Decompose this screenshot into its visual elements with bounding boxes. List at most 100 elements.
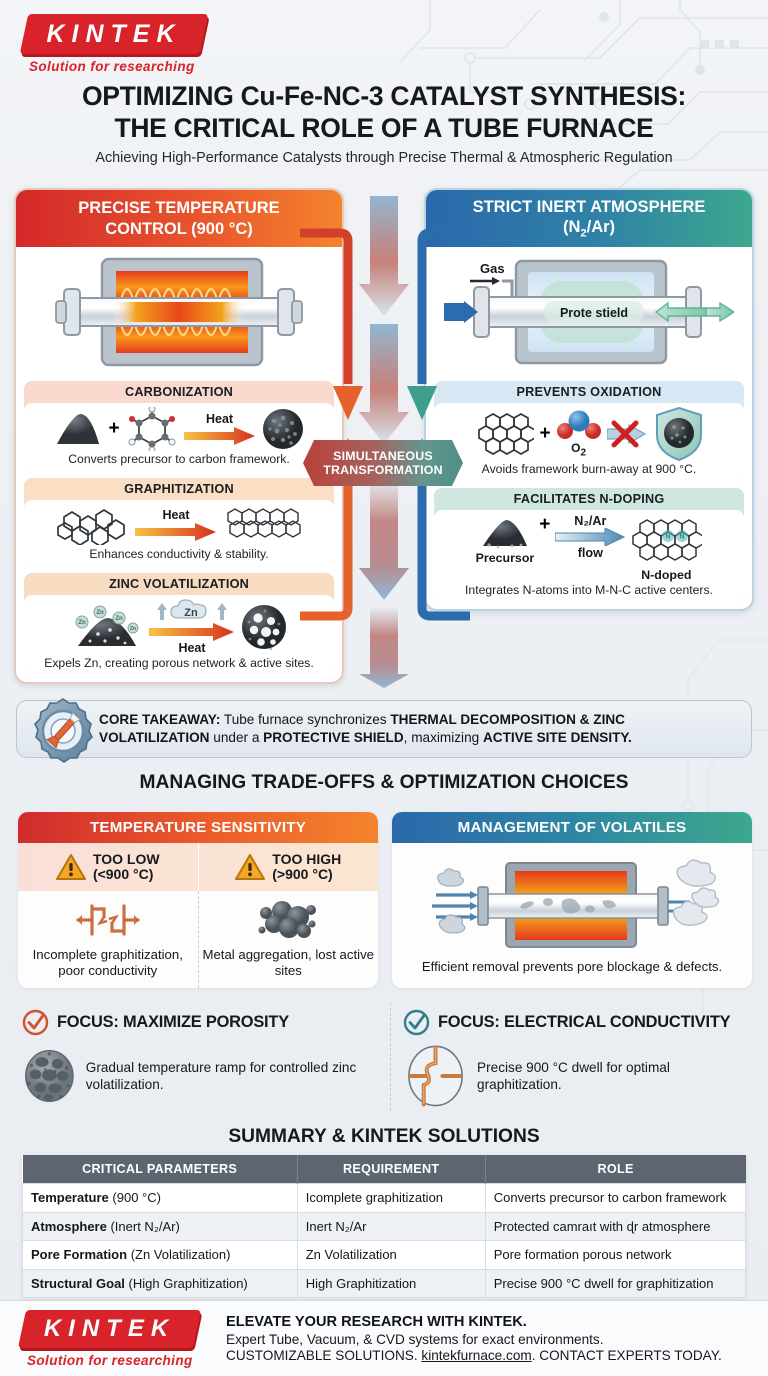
cell-requirement: Icomplete graphitization xyxy=(296,1183,486,1213)
svg-text:N: N xyxy=(680,535,684,541)
card-temperature-sensitivity-header: TEMPERATURE SENSITIVITY xyxy=(18,812,378,843)
table-row: Pore Formation (Zn Volatilization) Zn Vol… xyxy=(22,1240,747,1270)
up-arrow-icon xyxy=(217,602,227,620)
step-facilitates-n-doping-title: FACILITATES N-DOPING xyxy=(434,488,744,511)
core-takeaway-label: CORE TAKEAWAY: xyxy=(99,711,221,727)
tradeoff-too-low-caption: Incomplete graphitization, poor conducti… xyxy=(32,947,183,978)
molecule-icon xyxy=(128,407,176,451)
logo-text: KINTEK xyxy=(46,20,182,48)
heat-arrow-icon xyxy=(183,427,255,445)
step-carbonization: CARBONIZATION + xyxy=(24,381,334,474)
hdr-sub: 2 xyxy=(580,227,587,240)
zinc-precursor-pile-icon: Zn Zn Zn Zn xyxy=(75,605,139,647)
svg-text:Zn: Zn xyxy=(96,610,104,616)
cell-parameter-detail: (High Graphitization) xyxy=(124,1275,248,1291)
warn-low-line2: (<900 °C) xyxy=(92,866,154,882)
step-carbonization-caption: Converts precursor to carbon framework. xyxy=(68,452,290,466)
col-critical-parameters: CRITICAL PARAMETERS xyxy=(22,1155,298,1184)
cell-parameter-name: Pore Formation xyxy=(31,1247,128,1263)
core-takeaway-text: CORE TAKEAWAY: Tube furnace synchronizes… xyxy=(99,711,739,748)
n-doped-label: N-doped xyxy=(641,568,692,583)
cell-requirement: High Graphitization xyxy=(296,1268,486,1299)
footer-website-link[interactable]: kintekfurnace.com xyxy=(421,1348,532,1363)
logo-badge: KINTEK xyxy=(19,14,209,54)
cell-parameter: Atmosphere (Inert N₂/Ar) xyxy=(22,1211,298,1242)
porous-structure-icon xyxy=(25,1050,74,1102)
tradeoff-too-high-column: Metal aggregation, lost active sites xyxy=(197,891,379,988)
cell-parameter-name: Temperature xyxy=(31,1190,109,1205)
disordered-carbon-icon xyxy=(57,509,125,546)
powder-pile-icon xyxy=(57,414,100,444)
warning-too-low-text: TOO LOW (<900 °C) xyxy=(92,851,160,883)
tk-t3: , maximizing xyxy=(403,730,483,745)
panel-right-header: STRICT INERT ATMOSPHERE (N2/Ar) xyxy=(426,190,752,247)
graphene-layers-icon xyxy=(227,508,301,538)
gear-wrench-icon xyxy=(34,698,93,763)
metal-aggregation-icon xyxy=(258,901,317,938)
plus-sign: + xyxy=(539,514,551,536)
blocked-arrow-icon xyxy=(606,420,646,448)
carbon-framework-icon xyxy=(478,413,535,455)
cell-parameter: Structural Goal (High Graphitization) xyxy=(22,1268,298,1299)
o2-label-main: O xyxy=(571,441,581,456)
step-graphitization: GRAPHITIZATION Heat xyxy=(24,478,334,569)
tk-b1: THERMAL DECOMPOSITION & ZINC VOLATILIZAT… xyxy=(99,711,625,745)
panel-strict-inert-atmosphere: STRICT INERT ATMOSPHERE (N2/Ar) xyxy=(424,188,754,612)
warning-too-low: TOO LOW (<900 °C) xyxy=(18,843,198,891)
gas-inlet-label: Gas xyxy=(480,261,505,276)
footer-cta: CUSTOMIZABLE SOLUTIONS. kintekfurnace.co… xyxy=(226,1348,722,1363)
focus-electrical-conductivity: FOCUS: ELECTRICAL CONDUCTIVITY Precise 9… xyxy=(390,1003,764,1111)
step-prevents-oxidation-title: PREVENTS OXIDATION xyxy=(434,381,744,403)
porous-carbon-sphere-icon xyxy=(262,409,303,449)
gas-flow-arrow-icon xyxy=(555,528,626,547)
panel-left-header-line1: PRECISE TEMPERATURE xyxy=(78,198,280,217)
panel-precise-temperature-control: PRECISE TEMPERATURE CONTROL (900 °C) xyxy=(14,188,344,685)
warn-high-line1: TOO HIGH xyxy=(272,850,342,867)
card-management-of-volatiles: MANAGEMENT OF VOLATILES xyxy=(392,812,752,988)
cell-role: Protected camraıt with ɖr atmosphere xyxy=(484,1211,747,1242)
card-management-of-volatiles-caption: Efficient removal prevents pore blockage… xyxy=(421,958,723,974)
logo-tagline: Solution for researching xyxy=(29,59,195,74)
check-circle-icon xyxy=(403,1009,430,1036)
warn-high-line2: (>900 °C) xyxy=(272,866,333,882)
footer-subline: Expert Tube, Vacuum, & CVD systems for e… xyxy=(226,1332,604,1347)
footer-logo-text: KINTEK xyxy=(43,1314,176,1342)
protective-shield-label: Prote stield xyxy=(560,306,628,320)
conductivity-path-icon xyxy=(408,1045,463,1107)
tradeoff-too-high-caption: Metal aggregation, lost active sites xyxy=(202,947,375,978)
warning-triangle-icon xyxy=(235,853,266,880)
tk-t2: under a xyxy=(209,730,264,745)
focus-electrical-conductivity-caption: Precise 900 °C dwell for optimal graphit… xyxy=(477,1059,670,1092)
broken-circuit-icon xyxy=(76,904,140,936)
cell-requirement: Inert N₂/Ar xyxy=(296,1211,486,1242)
kintek-logo[interactable]: KINTEK Solution for researching xyxy=(19,14,214,74)
card-management-of-volatiles-header: MANAGEMENT OF VOLATILES xyxy=(392,812,752,843)
tradeoff-too-low-column: Incomplete graphitization, poor conducti… xyxy=(18,891,198,988)
footer-headline: ELEVATE YOUR RESEARCH WITH KINTEK. xyxy=(226,1314,527,1330)
page-subtitle: Achieving High-Performance Catalysts thr… xyxy=(95,150,673,166)
protective-shield-icon xyxy=(655,407,702,461)
footer-logo-tagline: Solution for researching xyxy=(27,1352,193,1368)
panel-right-header-line2: (N2/Ar) xyxy=(473,217,706,240)
tk-b3: ACTIVE SITE DENSITY. xyxy=(482,730,632,745)
table-header-row: CRITICAL PARAMETERS REQUIREMENT ROLE xyxy=(22,1155,746,1184)
step-zinc-volatilization-title: ZINC VOLATILIZATION xyxy=(24,573,334,596)
o2-label: O2 xyxy=(571,441,586,458)
oxygen-molecule-icon xyxy=(556,410,601,440)
cell-requirement: Zn Volatilization xyxy=(296,1240,486,1270)
page-title: OPTIMIZING Cu-Fe-NC-3 CATALYST SYNTHESIS… xyxy=(0,80,768,145)
footer-cta-post: . CONTACT EXPERTS TODAY. xyxy=(531,1348,722,1363)
focus-electrical-conductivity-title: FOCUS: ELECTRICAL CONDUCTIVITY xyxy=(438,1013,731,1031)
title-line-2: THE CRITICAL ROLE OF A TUBE FURNACE xyxy=(114,113,654,144)
table-row: Structural Goal (High Graphitization)Hig… xyxy=(22,1268,747,1299)
heat-label: Heat xyxy=(206,412,234,426)
footer-kintek-logo[interactable]: KINTEK Solution for researching xyxy=(17,1309,212,1368)
step-facilitates-n-doping-caption: Integrates N-atoms into M-N-C active cen… xyxy=(465,583,713,598)
warning-triangle-icon xyxy=(55,853,86,880)
n2-ar-label: N₂/Ar xyxy=(574,514,607,529)
cell-parameter-detail: (Zn Volatilization) xyxy=(127,1247,231,1263)
inert-gas-tube-furnace-illustration: Gas Prote stield xyxy=(426,247,752,377)
check-circle-icon xyxy=(22,1009,49,1036)
